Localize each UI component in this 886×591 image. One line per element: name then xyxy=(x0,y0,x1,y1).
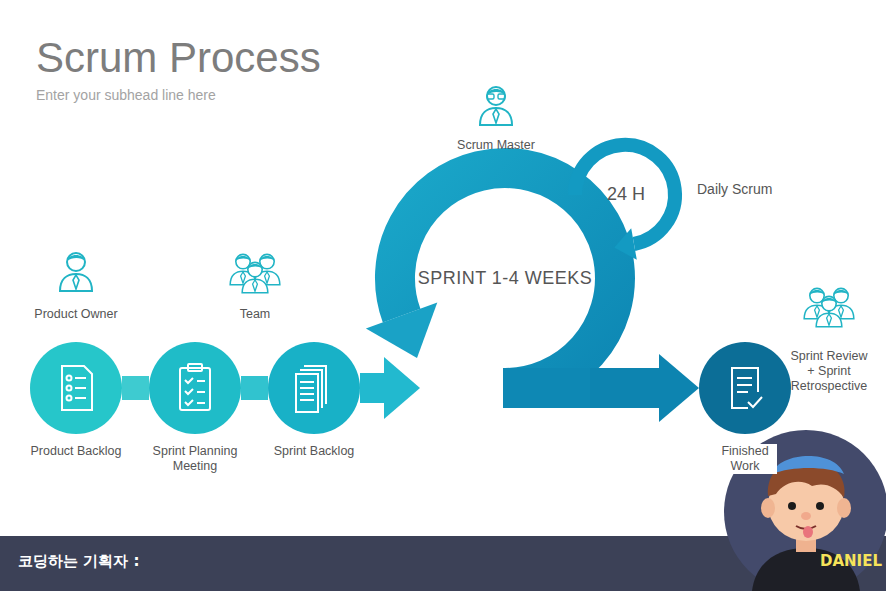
layout-part xyxy=(304,366,326,404)
flow-arrow xyxy=(360,373,386,403)
circle-shape xyxy=(699,342,791,434)
circle-shape xyxy=(149,342,241,434)
connector-group xyxy=(590,354,699,422)
role-label: Team xyxy=(240,307,271,322)
node-caption: Finished Work xyxy=(713,444,777,474)
circle-shape xyxy=(268,342,360,434)
node-caption: Sprint Backlog xyxy=(259,444,369,459)
backlog-icon xyxy=(62,366,92,410)
layout-part xyxy=(188,364,202,371)
circle-shape xyxy=(30,342,122,434)
layout-part xyxy=(300,382,314,400)
circle-fill xyxy=(149,342,241,434)
team-icon xyxy=(230,254,280,292)
scrum-master-icon xyxy=(480,87,512,125)
ring-arrow-head xyxy=(366,303,437,358)
node-caption: Sprint Planning Meeting xyxy=(140,444,250,474)
person-icon xyxy=(480,87,512,125)
avatar-cap xyxy=(772,456,844,474)
event-label: Sprint Review + Sprint Retrospective xyxy=(787,349,871,394)
process-circle: Finished Work xyxy=(699,342,791,434)
layout-part xyxy=(732,368,758,408)
role-label: Product Owner xyxy=(34,307,117,322)
connector-group xyxy=(241,388,268,389)
review-team-icon xyxy=(804,288,854,326)
footer-author: 코딩하는 기획자 : xyxy=(18,552,139,570)
layout-part xyxy=(67,396,72,401)
sprint-backlog-icon xyxy=(296,366,326,412)
event-label: Daily Scrum xyxy=(697,181,772,198)
layout-part xyxy=(737,378,752,392)
layout-part xyxy=(75,387,86,389)
subhead: Enter your subhead line here xyxy=(36,87,216,104)
arrow-head xyxy=(384,357,420,419)
cycle-duration: 24 H xyxy=(607,184,645,206)
page-title: Scrum Process xyxy=(36,33,321,83)
layout-part xyxy=(75,397,86,399)
layout-part xyxy=(748,397,762,407)
process-circle: Sprint Backlog xyxy=(268,342,360,434)
glasses xyxy=(487,94,494,99)
layout-part xyxy=(185,400,205,405)
circle-fill xyxy=(30,342,122,434)
connector-group xyxy=(360,357,420,419)
circle-fill xyxy=(268,342,360,434)
sprint-cycle: SPRINT 1-4 WEEKS xyxy=(420,168,590,388)
avatar-nose xyxy=(801,512,811,520)
layout-part xyxy=(185,389,205,394)
daily-loop xyxy=(575,145,675,244)
glasses xyxy=(498,94,505,99)
arrow-head xyxy=(659,354,699,422)
footer-name: DANIEL xyxy=(820,552,882,570)
finished-icon xyxy=(732,368,762,408)
ring-tail-band xyxy=(503,368,593,408)
sprint-label: SPRINT 1-4 WEEKS xyxy=(418,268,593,289)
circle-fill xyxy=(699,342,791,434)
process-circle: Product Backlog xyxy=(30,342,122,434)
layout-part xyxy=(67,376,72,381)
layout-part xyxy=(300,370,322,408)
flow-arrow xyxy=(590,368,661,408)
flow-arrow xyxy=(122,376,149,400)
layout-part xyxy=(185,378,205,383)
layout-part xyxy=(62,366,92,410)
flow-arrow xyxy=(241,376,268,400)
layout-part xyxy=(296,374,318,412)
avatar-eye xyxy=(816,502,824,510)
avatar-ear xyxy=(761,498,775,518)
product-owner-icon xyxy=(60,253,92,291)
node-caption: Product Backlog xyxy=(21,444,131,459)
avatar-ear xyxy=(837,498,851,518)
avatar-eye xyxy=(788,502,796,510)
daily-loop-head xyxy=(614,228,637,260)
layout-part xyxy=(180,368,210,410)
planning-icon xyxy=(180,364,210,410)
avatar-tongue xyxy=(803,526,813,538)
process-circle: Sprint Planning Meeting xyxy=(149,342,241,434)
role-label: Scrum Master xyxy=(457,138,535,153)
sprint-ring xyxy=(395,168,615,388)
layout-part xyxy=(75,377,86,379)
connector-group xyxy=(122,388,149,389)
layout-part xyxy=(67,386,72,391)
